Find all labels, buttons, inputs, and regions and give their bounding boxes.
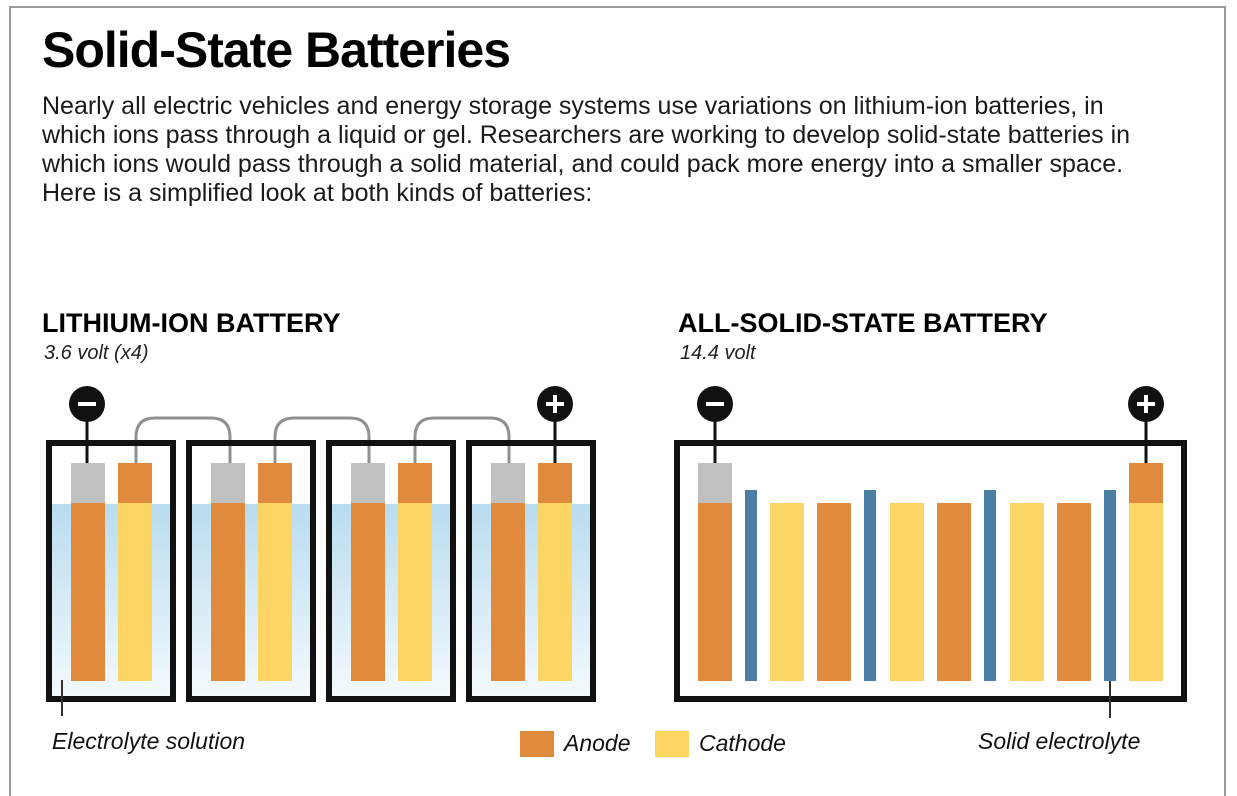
ss-anode-1 <box>698 503 732 681</box>
figure-frame <box>9 6 1226 796</box>
ss-cathode-cap <box>1129 463 1163 503</box>
solid-electrolyte-label: Solid electrolyte <box>978 728 1141 754</box>
li-cell-1-anode-cap <box>71 463 105 503</box>
li-cell-3-outline <box>326 440 456 702</box>
li-cell-2-anode <box>211 503 245 681</box>
li-cell-1-cathode <box>118 503 152 681</box>
lithium-ion-battery <box>46 386 596 716</box>
li-cell-1-electrolyte <box>49 504 173 699</box>
li-cell-4-cathode <box>538 503 572 681</box>
lithium-ion-voltage: 3.6 volt (x4) <box>44 342 149 364</box>
wire-3 <box>413 416 511 463</box>
legend-cathode: Cathode <box>655 730 786 757</box>
li-cell-3-electrolyte <box>329 504 453 699</box>
solid-state-heading: ALL-SOLID-STATE BATTERY <box>678 308 1048 338</box>
ss-anode-2 <box>817 503 851 681</box>
li-cell-1-outline <box>46 440 176 702</box>
li-cell-1 <box>46 440 176 702</box>
ss-outline <box>674 440 1187 702</box>
li-cell-2-cathode <box>258 503 292 681</box>
li-cell-3-anode-cap <box>351 463 385 503</box>
solid-state-battery <box>674 386 1187 718</box>
li-cell-1-cathode-cap <box>118 463 152 503</box>
ss-anode-4 <box>1057 503 1091 681</box>
li-cell-2-anode-cap <box>211 463 245 503</box>
page-title: Solid-State Batteries <box>42 22 511 78</box>
electrolyte-solution-label: Electrolyte solution <box>52 728 246 754</box>
ss-solid-electrolyte-2 <box>864 490 876 681</box>
li-cell-4-anode-cap <box>491 463 525 503</box>
cathode-swatch <box>655 730 689 757</box>
ss-cathode-2 <box>890 503 924 681</box>
ss-cathode-1 <box>770 503 804 681</box>
li-cell-2-cathode-cap <box>258 463 292 503</box>
li-cell-2 <box>186 440 316 702</box>
li-cell-4-anode <box>491 503 525 681</box>
anode-legend-label: Anode <box>564 730 631 756</box>
li-cell-3-anode <box>351 503 385 681</box>
wire-2 <box>273 416 371 463</box>
li-cell-3 <box>326 440 456 702</box>
li-cell-4-electrolyte <box>469 504 593 699</box>
cell-wires <box>134 416 511 463</box>
li-cell-4-cathode-cap <box>538 463 572 503</box>
lithium-ion-heading: LITHIUM-ION BATTERY <box>42 308 341 338</box>
ss-solid-electrolyte-1 <box>745 490 757 681</box>
li-cell-1-anode <box>71 503 105 681</box>
li-cell-4-outline <box>466 440 596 702</box>
ss-solid-electrolyte-4 <box>1104 490 1116 681</box>
li-cell-3-cathode <box>398 503 432 681</box>
wire-1 <box>134 416 232 463</box>
ss-cathode-4 <box>1129 503 1163 681</box>
li-cell-3-cathode-cap <box>398 463 432 503</box>
li-cell-2-outline <box>186 440 316 702</box>
intro-paragraph: Nearly all electric vehicles and energy … <box>42 92 1131 207</box>
cathode-legend-label: Cathode <box>699 730 786 756</box>
solid-state-voltage: 14.4 volt <box>680 342 756 364</box>
legend-anode: Anode <box>520 730 631 757</box>
ss-anode-cap <box>698 463 732 503</box>
li-cell-2-electrolyte <box>189 504 313 699</box>
anode-swatch <box>520 730 554 757</box>
ss-anode-3 <box>937 503 971 681</box>
ss-cathode-3 <box>1010 503 1044 681</box>
li-cell-4 <box>466 440 596 702</box>
ss-solid-electrolyte-3 <box>984 490 996 681</box>
